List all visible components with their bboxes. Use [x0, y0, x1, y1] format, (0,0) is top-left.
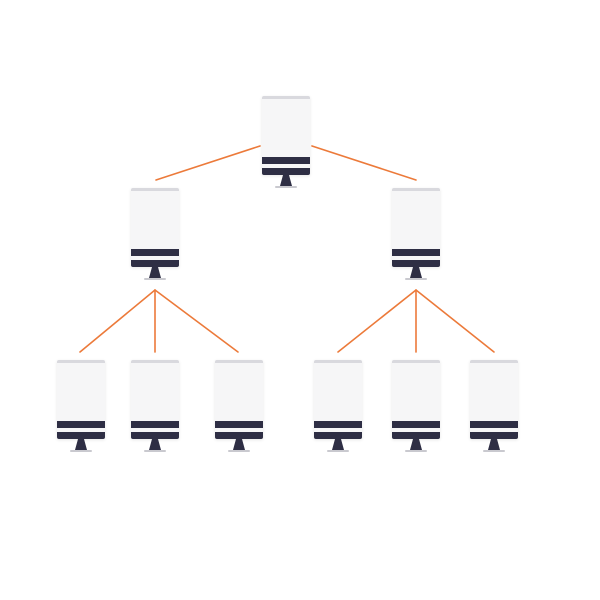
computer-monitor-icon: [470, 360, 518, 458]
computer-monitor-icon: [57, 360, 105, 458]
computer-monitor-icon: [314, 360, 362, 458]
edge-left-child-left-leaf-3: [154, 289, 239, 353]
edge-right-child-right-leaf-1: [337, 289, 417, 353]
edge-left-child-left-leaf-1: [79, 289, 156, 353]
computer-monitor-icon: [131, 360, 179, 458]
computer-monitor-icon: [262, 96, 310, 194]
computer-monitor-icon: [392, 188, 440, 286]
edge-right-child-right-leaf-3: [415, 289, 495, 353]
computer-monitor-icon: [215, 360, 263, 458]
edge-root-right-child: [311, 145, 417, 181]
computer-monitor-icon: [392, 360, 440, 458]
computer-monitor-icon: [131, 188, 179, 286]
edge-root-left-child: [155, 145, 261, 181]
